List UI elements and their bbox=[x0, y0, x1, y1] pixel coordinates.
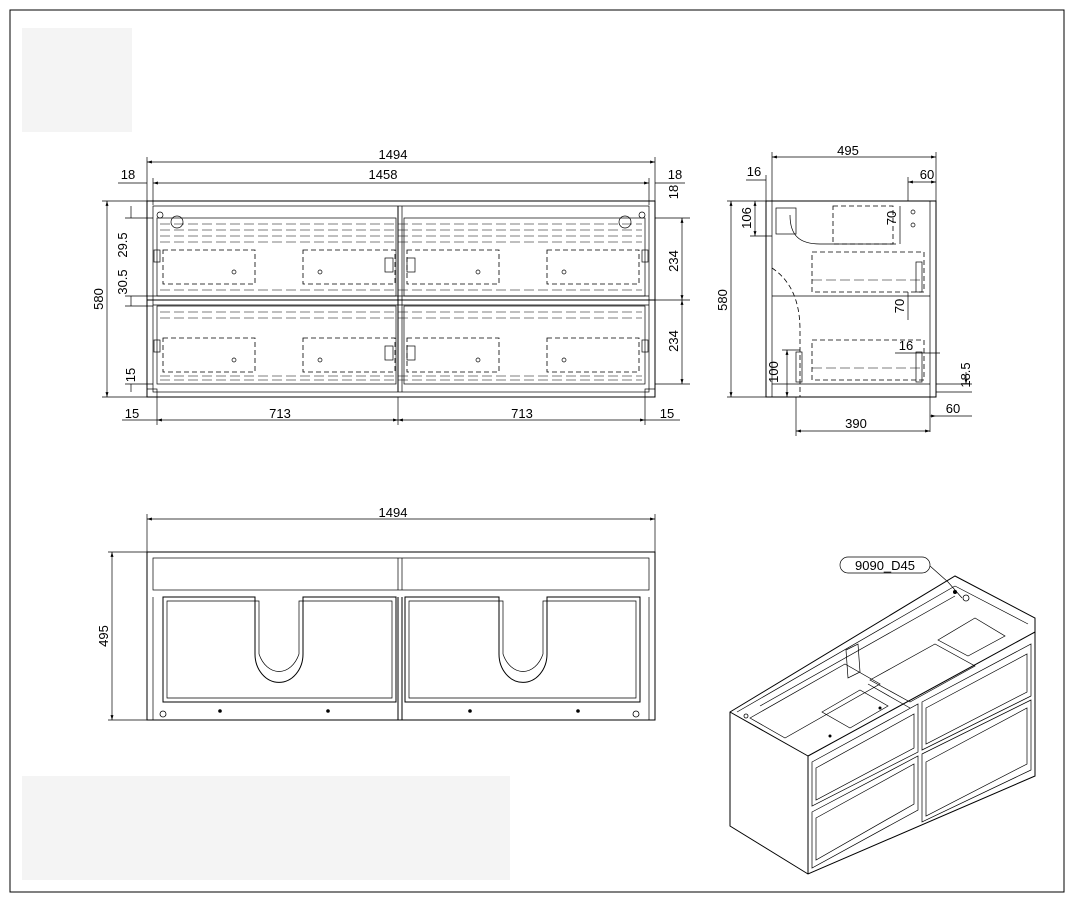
isometric-view: 9090_D45 bbox=[729, 556, 1036, 875]
front-view: 1494 1458 18 18 18 bbox=[91, 147, 690, 425]
dim-depth: 495 bbox=[837, 143, 859, 158]
dim-drawer-lower: 234 bbox=[666, 330, 681, 352]
dim-cutout-a: 70 bbox=[884, 211, 899, 225]
dim-drawer-upper: 234 bbox=[666, 250, 681, 272]
dim-side-height: 580 bbox=[715, 289, 730, 311]
dim-top-right-60: 60 bbox=[920, 167, 934, 182]
dim-foot-185: 18.5 bbox=[958, 362, 973, 387]
dim-inner-16: 16 bbox=[899, 338, 913, 353]
dim-side-right: 18 bbox=[668, 167, 682, 182]
dim-bottom-100: 100 bbox=[766, 361, 781, 383]
top-view: 1494 495 bbox=[96, 505, 656, 721]
dim-drawer-width-right: 713 bbox=[511, 406, 533, 421]
dim-top-gap: 29.5 bbox=[115, 232, 130, 257]
dim-bottom-gap: 15 bbox=[123, 368, 138, 382]
dim-mid-gap: 30.5 bbox=[115, 269, 130, 294]
side-view: 495 16 60 580 106 70 70 16 100 18. bbox=[715, 143, 973, 436]
dim-cutout-b: 70 bbox=[892, 299, 907, 313]
dim-bottom-right-60: 60 bbox=[946, 401, 960, 416]
dim-overall-width: 1494 bbox=[379, 147, 408, 162]
dim-bottom-depth: 390 bbox=[845, 416, 867, 431]
sheet-border bbox=[9, 9, 1065, 893]
dim-foot-left: 15 bbox=[125, 406, 139, 421]
part-label-frame bbox=[839, 556, 931, 574]
dim-side-left: 18 bbox=[121, 167, 135, 182]
dim-top-width: 1494 bbox=[379, 505, 408, 520]
dim-top-left: 16 bbox=[747, 164, 761, 179]
dim-drawer-width-left: 713 bbox=[269, 406, 291, 421]
dim-top-section: 106 bbox=[739, 207, 754, 229]
dim-height: 580 bbox=[91, 288, 106, 310]
dim-inner-width: 1458 bbox=[369, 167, 398, 182]
dim-top-depth: 495 bbox=[96, 625, 111, 647]
dim-top-right: 18 bbox=[666, 185, 681, 199]
part-label: 9090_D45 bbox=[855, 558, 915, 573]
dim-foot-right: 15 bbox=[660, 406, 674, 421]
